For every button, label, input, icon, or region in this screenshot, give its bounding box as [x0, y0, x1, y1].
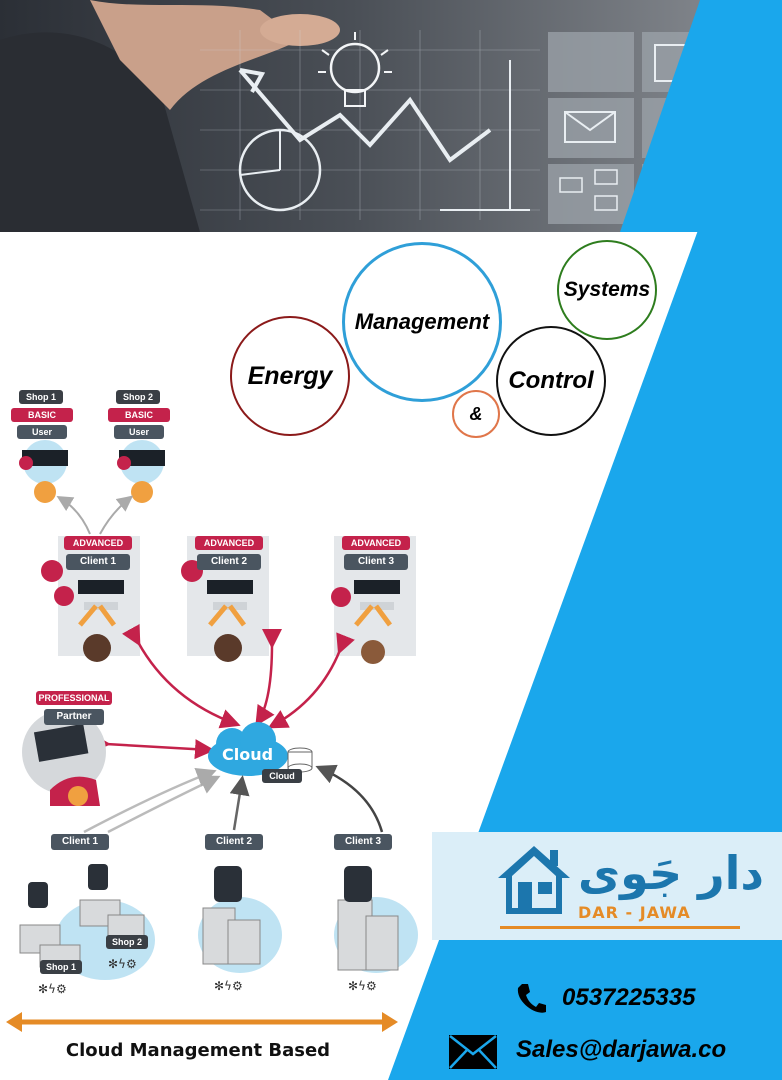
- bottom-client1-label: Client 1: [51, 834, 109, 850]
- hero-photo: [0, 0, 782, 232]
- svg-text:✻ϟ⚙: ✻ϟ⚙: [214, 979, 243, 993]
- ampersand-circle: &: [452, 390, 500, 438]
- systems-circle: Systems: [557, 240, 657, 340]
- shop2-tier: BASIC: [108, 408, 170, 422]
- phone-icon: [517, 984, 546, 1013]
- house-icon: [498, 846, 570, 914]
- bottom-client3-label: Client 3: [334, 834, 392, 850]
- logo-arabic: دار جَوى: [578, 846, 765, 900]
- svg-text:✻ϟ⚙: ✻ϟ⚙: [108, 957, 137, 971]
- management-label: Management: [354, 309, 490, 334]
- client3-label: Client 3: [344, 554, 408, 570]
- cloud-management-label: Cloud Management Based: [65, 1040, 331, 1061]
- email-address[interactable]: Sales@darjawa.co: [516, 1036, 727, 1063]
- management-circle: Management: [342, 242, 502, 402]
- control-label: Control: [508, 367, 594, 394]
- svg-text:✻ϟ⚙: ✻ϟ⚙: [38, 982, 67, 996]
- client2-label: Client 2: [197, 554, 261, 570]
- client3-tier: ADVANCED: [342, 536, 410, 550]
- shop1-tag: Shop 1: [19, 390, 63, 404]
- systems-label: Systems: [563, 278, 651, 301]
- bottom-client2-label: Client 2: [205, 834, 263, 850]
- phone-number[interactable]: 0537225335: [562, 984, 696, 1011]
- ampersand-label: &: [469, 403, 483, 424]
- shop1-role: User: [17, 425, 67, 439]
- shop2-tag: Shop 2: [116, 390, 160, 404]
- client1-label: Client 1: [66, 554, 130, 570]
- partner-tier: PROFESSIONAL: [36, 691, 112, 705]
- energy-label: Energy: [247, 361, 333, 390]
- cloud-title: Cloud: [222, 745, 274, 764]
- logo-panel: [432, 832, 782, 940]
- bottom-shop2-tag: Shop 2: [106, 935, 148, 949]
- logo-latin: DAR - JAWA: [578, 903, 691, 922]
- client2-tier: ADVANCED: [195, 536, 263, 550]
- bottom-shop1-tag: Shop 1: [40, 960, 82, 974]
- energy-circle: Energy: [230, 316, 350, 436]
- logo-underline: [500, 926, 740, 929]
- svg-text:✻ϟ⚙: ✻ϟ⚙: [348, 979, 377, 993]
- shop2-role: User: [114, 425, 164, 439]
- email-icon: [449, 1035, 497, 1069]
- cloud-badge: Cloud: [262, 769, 302, 783]
- control-circle: Control: [496, 326, 606, 436]
- partner-label: Partner: [44, 709, 104, 725]
- shop1-tier: BASIC: [11, 408, 73, 422]
- client1-tier: ADVANCED: [64, 536, 132, 550]
